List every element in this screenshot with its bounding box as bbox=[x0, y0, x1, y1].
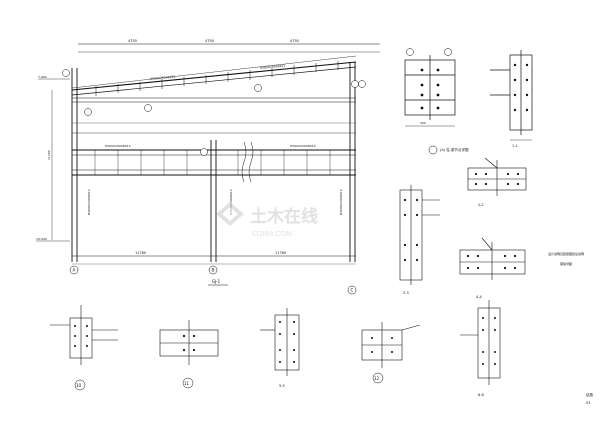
span-top-mid: 4750 bbox=[205, 39, 214, 43]
bubble-3: 12 bbox=[374, 376, 380, 381]
detail-top-right-1: 300 (A) 柱-梁节点详图 bbox=[404, 48, 469, 155]
watermark: 土木在线 COI88.COM bbox=[216, 202, 318, 238]
grid-c: C bbox=[351, 288, 354, 293]
top-callout: (A) 柱-梁节点详图 bbox=[440, 147, 469, 152]
sheet-number: 结施 bbox=[586, 392, 594, 397]
detail-mid-3: 4-4 bbox=[459, 237, 526, 299]
column-note-mid: H400X250X8X12 bbox=[229, 189, 233, 215]
bubble-1: 10 bbox=[76, 383, 82, 388]
detail-3-label: 3-3 bbox=[403, 291, 409, 295]
detail-bottom-4: 12 bbox=[361, 322, 421, 384]
frame-elevation: 4750 4750 4750 H500X250X8X12 H500X250X8X… bbox=[36, 39, 380, 295]
sheet-page: 03 bbox=[586, 401, 590, 405]
span-top-left: 4750 bbox=[128, 39, 137, 43]
grid-a: A bbox=[73, 268, 76, 273]
elev-left: 7.000 bbox=[38, 75, 47, 79]
frame-label: GJ-1 bbox=[212, 279, 221, 284]
svg-text:11760: 11760 bbox=[47, 150, 51, 160]
bay-left: 11760 bbox=[135, 251, 146, 255]
detail-5-label: 5-5 bbox=[279, 384, 285, 388]
detail-2-label: 2-2 bbox=[478, 203, 484, 207]
watermark-domain: COI88.COM bbox=[252, 230, 292, 238]
bay-right: 11760 bbox=[275, 251, 286, 255]
elev-base: ±0.000 bbox=[36, 237, 47, 241]
svg-text:300: 300 bbox=[420, 121, 426, 125]
detail-bottom-2: 11 bbox=[159, 320, 219, 389]
detail-top-right-2: 1-1 bbox=[490, 50, 533, 148]
detail-bottom-1: 10 bbox=[50, 305, 118, 391]
beam-note-2: H500X250X8X12 bbox=[260, 64, 286, 70]
grid-b: B bbox=[212, 268, 215, 273]
bubble-2: 11 bbox=[184, 381, 190, 386]
sheet-note-1: 设计说明见结施图纸总说明 bbox=[548, 251, 584, 256]
beam-note: H500X250X8X12 bbox=[150, 75, 176, 81]
span-top-right: 4750 bbox=[290, 39, 299, 43]
sheet-note-2: 钢架详图 bbox=[560, 261, 572, 266]
detail-mid-1: 2-2 bbox=[467, 157, 527, 207]
detail-6-label: 6-6 bbox=[478, 393, 484, 397]
mid-beam-note-left: H500X250X8X12 bbox=[105, 144, 131, 148]
watermark-brand: 土木在线 bbox=[250, 206, 318, 227]
column-note-right: H400X250X8X12 bbox=[339, 189, 343, 215]
detail-mid-2: 3-3 bbox=[399, 185, 440, 295]
detail-bottom-3: 5-5 bbox=[260, 308, 300, 388]
mid-beam-note-right: H500X250X8X12 bbox=[290, 144, 316, 148]
detail-bottom-5: 6-6 bbox=[460, 300, 501, 397]
detail-1-label: 1-1 bbox=[512, 144, 518, 148]
detail-4-label: 4-4 bbox=[476, 295, 482, 299]
column-note-left: H400X250X8X12 bbox=[87, 189, 91, 215]
